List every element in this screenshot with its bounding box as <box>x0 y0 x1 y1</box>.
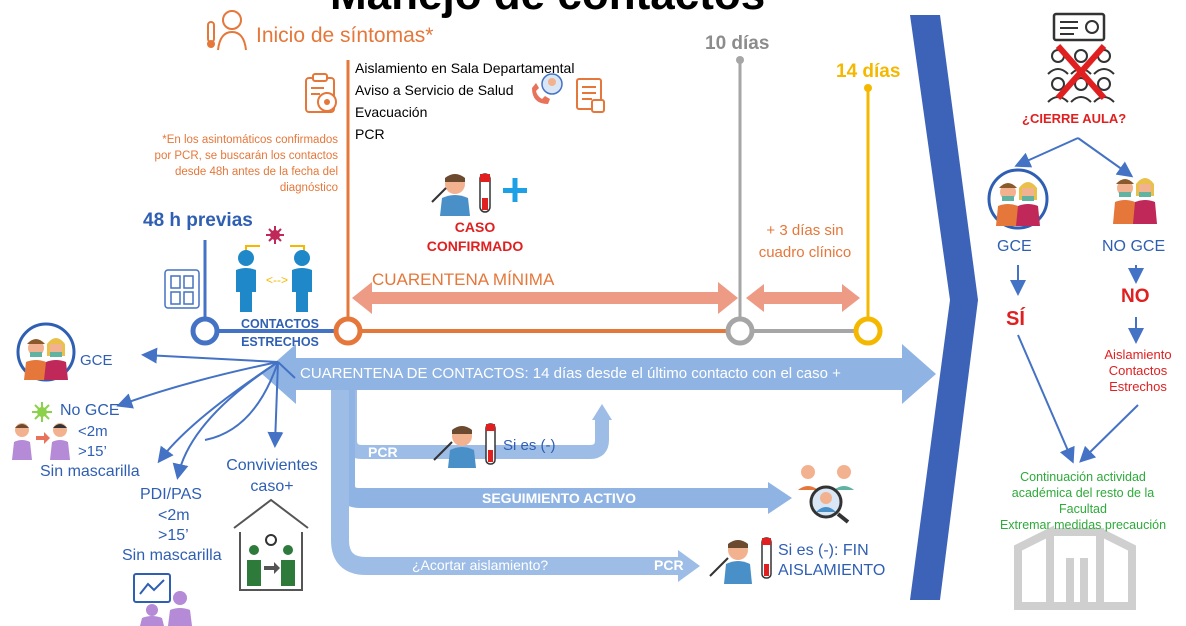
extra-days-arrow <box>746 284 860 312</box>
continuation-label: Continuación actividad académica del res… <box>985 469 1181 533</box>
right-no-gce-label: NO GCE <box>1102 238 1166 255</box>
no-mask-label: Sin mascarilla <box>40 463 140 480</box>
action-evacuation: Evacuación <box>355 104 428 120</box>
svg-text:<-->: <--> <box>266 273 288 287</box>
end-isolation-line: AISLAMIENTO <box>778 562 886 579</box>
continuation-line: académica del resto de la <box>1011 486 1155 500</box>
yes-label: SÍ <box>1006 308 1025 330</box>
pcr-swab-icon <box>433 423 496 468</box>
day14-marker <box>853 316 883 346</box>
pcr-final-icon <box>709 537 772 584</box>
no-gce-label: No GCE <box>60 402 120 419</box>
gce-group-right-icon <box>987 168 1049 230</box>
day10-label: 10 días <box>705 33 770 54</box>
extra-days-line: + 3 días sin <box>766 222 844 239</box>
convivientes-line: Convivientes <box>226 457 318 474</box>
seguimiento-arrow <box>768 482 792 514</box>
pdi-label: PDI/PAS <box>140 486 202 503</box>
contacts-quarantine-label: CUARENTENA DE CONTACTOS: 14 días desde e… <box>300 365 841 382</box>
action-isolation: Aislamiento en Sala Departamental <box>355 60 575 76</box>
virus-icon <box>266 226 284 244</box>
continuation-line: Continuación actividad <box>1020 470 1146 484</box>
pdi-distance-label: <2m <box>158 507 190 524</box>
contacts-line: ESTRECHOS <box>241 335 319 349</box>
case-line: CASO <box>454 219 496 235</box>
left-gce-label: GCE <box>80 352 113 369</box>
contacts-label: CONTACTOS ESTRECHOS <box>220 315 340 351</box>
isolation-line: Aislamiento <box>1104 347 1172 362</box>
extra-days-line: cuadro clínico <box>758 244 852 261</box>
clipboard-target-icon <box>305 73 337 113</box>
phone-call-icon <box>532 73 563 104</box>
house-icon <box>233 498 309 591</box>
pcr-flow-label: PCR <box>368 444 398 460</box>
negative-result-label: Si es (-) <box>503 437 556 454</box>
action-pcr: PCR <box>355 126 385 142</box>
classroom-closure-label: ¿CIERRE AULA? <box>1022 111 1127 126</box>
section-divider <box>910 15 978 600</box>
green-virus-icon <box>32 402 52 422</box>
gce-group-icon <box>16 322 76 382</box>
convivientes-label: Convivientes caso+ <box>212 455 332 497</box>
right-gce-label: GCE <box>997 238 1032 255</box>
contacts-quarantine-arrow <box>262 344 936 404</box>
prev48-label: 48 h previas <box>143 210 253 231</box>
page-title: Manejo de contactos <box>330 0 765 20</box>
isolation-contacts-label: Aislamiento Contactos Estrechos <box>1088 347 1186 395</box>
case-line: CONFIRMADO <box>426 238 524 254</box>
no-label: NO <box>1121 286 1150 307</box>
asymptomatic-note: *En los asintomáticos confirmados por PC… <box>112 132 338 196</box>
acortar-arrow <box>678 550 700 582</box>
onset-label: Inicio de síntomas* <box>256 24 434 47</box>
teacher-icon <box>133 573 192 626</box>
action-notify: Aviso a Servicio de Salud <box>355 82 514 98</box>
isolation-line: Estrechos <box>1109 379 1167 394</box>
note-line: desde 48h antes de la fecha del <box>174 166 338 178</box>
pdi-no-mask-label: Sin mascarilla <box>122 547 222 564</box>
no-gce-group-icon <box>1113 178 1157 224</box>
two-people-icon <box>12 423 70 460</box>
contacts-line: CONTACTOS <box>240 317 319 331</box>
shorten-isolation-label: ¿Acortar aislamiento? <box>412 557 549 573</box>
document-icon <box>576 78 605 113</box>
building-icon <box>164 269 200 309</box>
day14-label: 14 días <box>836 61 901 82</box>
continuation-line: Extremar medidas precaución <box>999 518 1167 532</box>
extra-days-label: + 3 días sin cuadro clínico <box>735 220 875 264</box>
isolation-line: Contactos <box>1108 363 1168 378</box>
min-quarantine-arrow <box>352 282 738 314</box>
note-line: diagnóstico <box>279 182 338 194</box>
pdi-time-label: >15’ <box>158 527 189 544</box>
faculty-building-icon <box>1014 525 1136 610</box>
prev48-marker <box>190 316 220 346</box>
day10-marker <box>725 316 755 346</box>
confirmed-case-label: CASO CONFIRMADO <box>400 218 550 256</box>
note-line: por PCR, se buscarán los contactos <box>154 150 338 162</box>
end-isolation-line: Si es (-): FIN <box>778 542 869 559</box>
min-quarantine-label: CUARENTENA MÍNIMA <box>372 270 555 289</box>
symptoms-icon <box>207 10 247 51</box>
pcr-final-label: PCR <box>654 557 684 573</box>
time-label: >15’ <box>78 443 107 460</box>
active-followup-label: SEGUIMIENTO ACTIVO <box>482 490 637 506</box>
end-isolation-label: Si es (-): FIN AISLAMIENTO <box>778 541 885 581</box>
distance-label: <2m <box>78 423 108 440</box>
pcr-test-icon <box>431 173 527 216</box>
contacts-persons-icon <box>236 250 312 312</box>
classroom-closed-icon <box>1047 12 1115 103</box>
note-line: *En los asintomáticos confirmados <box>162 134 338 146</box>
convivientes-line: caso+ <box>250 478 294 495</box>
continuation-line: Facultad <box>1059 502 1107 516</box>
search-person-icon <box>798 465 854 524</box>
onset-marker <box>333 316 363 346</box>
